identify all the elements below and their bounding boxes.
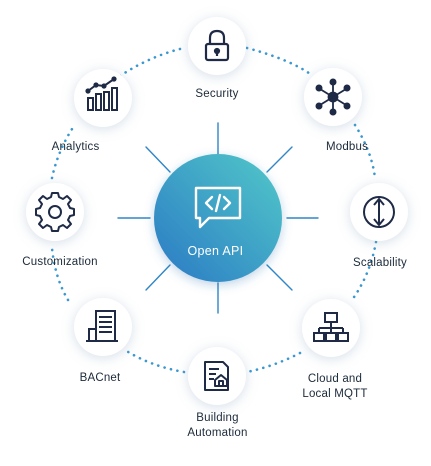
code-bubble-icon [194,186,242,229]
lock-icon [204,29,230,62]
center-node [154,154,282,282]
connector-analytics-security [118,46,186,78]
modbus-node [304,68,362,126]
center-label: Open API [187,244,244,258]
modbus-label: Modbus [325,141,369,153]
connector-security-modbus [245,46,315,78]
building-document-icon [204,361,229,391]
building-automation-label: Building Automation [187,412,248,439]
dotted-ring [50,46,378,374]
cloud-mqtt-node [302,299,360,357]
connector-modbus-scalability [353,123,377,180]
security-node [188,17,246,75]
network-hub-icon [315,78,351,116]
scalability-label: Scalability [353,257,407,269]
server-building-icon [86,310,118,342]
scalability-node [350,183,408,241]
connector-cloud-building [245,351,302,374]
vertical-arrows-icon [363,196,395,228]
connector-building-bacnet [123,348,186,374]
bacnet-label: BACnet [79,372,121,384]
security-label: Security [195,88,239,100]
spoke-bottom-left [145,264,171,291]
customization-label: Customization [22,256,98,268]
spoke-bottom-right [266,264,293,291]
connector-customization-analytics [50,124,76,180]
hierarchy-icon [313,312,349,342]
connector-scalability-cloud [350,240,378,302]
building-automation-node [188,347,246,405]
analytics-node [74,69,132,127]
growth-chart-icon [85,76,118,111]
gear-icon [35,192,75,232]
bacnet-node [74,298,132,356]
customization-node [26,183,84,241]
spoke-top-left [145,146,171,173]
analytics-label: Analytics [51,141,100,153]
connector-bacnet-customization [50,246,70,302]
spokes [117,122,319,314]
cloud-mqtt-label: Cloud and Local MQTT [302,373,368,400]
spoke-top-right [266,146,293,173]
